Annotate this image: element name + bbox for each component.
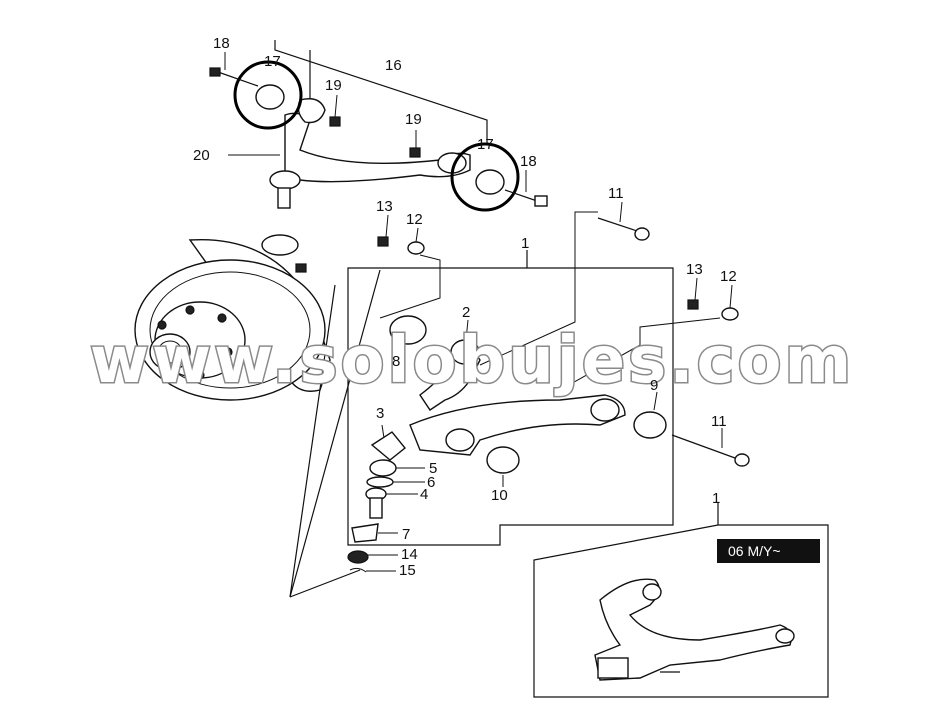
label-17-left: 17 xyxy=(264,53,281,70)
knuckle-and-brake-disc xyxy=(134,234,331,401)
upper-arm-body xyxy=(284,112,471,183)
label-15: 15 xyxy=(399,562,416,579)
highlight-circle-left xyxy=(233,60,303,130)
part-15-pin xyxy=(349,567,367,573)
label-5: 5 xyxy=(429,460,437,477)
label-19-left: 19 xyxy=(325,77,342,94)
nut-13-right xyxy=(687,299,699,310)
label-13-right: 13 xyxy=(686,261,703,278)
nut-19-left xyxy=(329,116,341,127)
upper-arm-eye-left xyxy=(297,98,326,124)
label-12-right: 12 xyxy=(720,268,737,285)
part-3-boot-cover xyxy=(370,431,406,461)
callout-labels: 18 17 16 19 19 17 20 18 11 13 12 1 13 12… xyxy=(193,35,781,579)
label-12-left: 12 xyxy=(406,211,423,228)
bushing-2 xyxy=(450,339,480,365)
watermark-text: www.solobujes.com xyxy=(90,324,854,398)
label-20: 20 xyxy=(193,147,210,164)
nut-13-left xyxy=(377,236,389,247)
label-8: 8 xyxy=(392,353,400,370)
upper-ball-stud xyxy=(277,187,291,209)
part-6-ring xyxy=(366,476,394,488)
bolt-18-left xyxy=(209,67,259,87)
bushing-10 xyxy=(486,446,520,474)
part-7-socket xyxy=(351,523,379,543)
label-4: 4 xyxy=(420,486,428,503)
bushing-8 xyxy=(389,315,427,345)
knuckle-upper-eye xyxy=(261,234,299,256)
label-17-right: 17 xyxy=(477,136,494,153)
knuckle-nut xyxy=(295,263,307,273)
label-2: 2 xyxy=(462,304,470,321)
inset-badge-text: 06 M/Y~ xyxy=(728,543,781,559)
label-13-left: 13 xyxy=(376,198,393,215)
bushing-9 xyxy=(633,411,667,439)
label-10: 10 xyxy=(491,487,508,504)
label-16: 16 xyxy=(385,57,402,74)
bushing-17-right xyxy=(475,169,505,195)
inset-badge-bg xyxy=(717,539,820,563)
label-11-top: 11 xyxy=(608,185,624,202)
washer-12-right xyxy=(721,307,739,321)
label-18-left: 18 xyxy=(213,35,230,52)
washer-12-left xyxy=(407,241,425,255)
part-14-nut xyxy=(347,550,369,564)
bushing-17-left xyxy=(255,84,285,110)
callout-bracket-16 xyxy=(274,40,488,145)
label-14: 14 xyxy=(401,546,418,563)
bolt-18-right xyxy=(504,189,548,207)
arm-eye-10 xyxy=(445,428,475,452)
label-7: 7 xyxy=(402,526,410,543)
part-4-ball-stud xyxy=(369,497,383,519)
label-18-right: 18 xyxy=(520,153,537,170)
label-6: 6 xyxy=(427,474,435,491)
bolt-11-bottom xyxy=(671,434,750,467)
label-19-right: 19 xyxy=(405,111,422,128)
arm-eye-9 xyxy=(590,398,620,422)
ball-joint-parts xyxy=(347,424,425,573)
label-11-bottom: 11 xyxy=(711,413,727,430)
highlight-circle-right xyxy=(450,142,520,212)
bolt-11-top xyxy=(597,217,650,241)
label-3: 3 xyxy=(376,405,384,422)
label-9: 9 xyxy=(650,377,658,394)
nut-19-right xyxy=(409,147,421,158)
hub-cap xyxy=(149,333,191,371)
inset-panel xyxy=(533,503,829,698)
upper-ball-joint xyxy=(269,170,301,190)
lower-control-arm xyxy=(377,201,750,487)
label-1-inset: 1 xyxy=(712,490,720,507)
label-1-top: 1 xyxy=(521,235,529,252)
callout-box-1 xyxy=(347,250,674,546)
part-5-boot xyxy=(369,459,397,477)
lower-arm-box xyxy=(289,250,674,598)
upper-control-arm xyxy=(209,40,548,212)
